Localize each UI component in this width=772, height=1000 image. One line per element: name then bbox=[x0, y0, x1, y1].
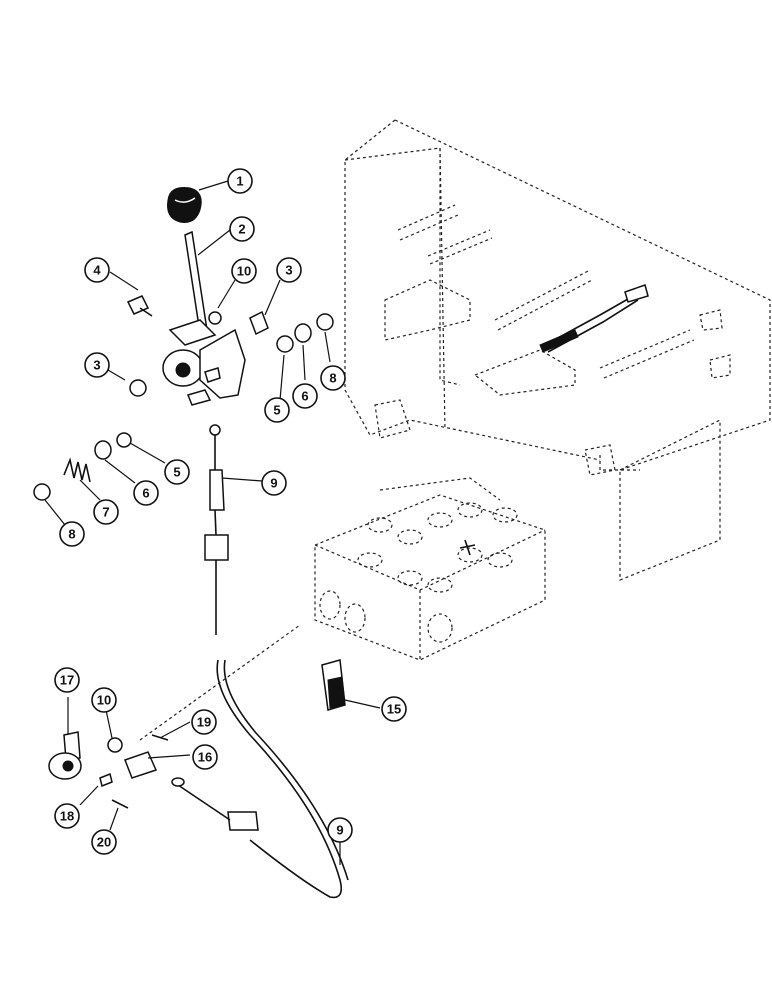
svg-text:1: 1 bbox=[236, 174, 243, 189]
svg-text:5: 5 bbox=[173, 465, 180, 480]
callout-9: 9 bbox=[327, 817, 353, 843]
callout-18: 18 bbox=[54, 803, 80, 829]
svg-text:10: 10 bbox=[237, 264, 251, 279]
svg-text:10: 10 bbox=[97, 693, 111, 708]
control-cable-lower bbox=[171, 659, 349, 899]
washer bbox=[276, 335, 294, 353]
callout-16: 16 bbox=[192, 744, 218, 770]
callout-10: 10 bbox=[91, 687, 117, 713]
nut bbox=[107, 737, 123, 753]
callout-9: 9 bbox=[261, 470, 287, 496]
callout-1: 1 bbox=[227, 168, 253, 194]
cable-route bbox=[139, 624, 301, 741]
callout-8: 8 bbox=[59, 521, 85, 547]
callout-10: 10 bbox=[231, 258, 257, 284]
svg-text:6: 6 bbox=[301, 389, 308, 404]
callout-19: 19 bbox=[191, 709, 217, 735]
callout-5: 5 bbox=[164, 459, 190, 485]
pin bbox=[99, 772, 113, 788]
callout-6: 6 bbox=[292, 383, 318, 409]
nut bbox=[33, 483, 51, 501]
shift-lever bbox=[162, 230, 246, 406]
svg-text:16: 16 bbox=[198, 750, 212, 765]
washer bbox=[94, 440, 112, 460]
cotter-pin bbox=[111, 799, 129, 809]
svg-text:17: 17 bbox=[60, 673, 74, 688]
svg-text:9: 9 bbox=[336, 823, 343, 838]
mounting-plate bbox=[344, 119, 771, 581]
washer bbox=[116, 432, 132, 448]
control-cable-upper bbox=[204, 424, 229, 635]
svg-text:3: 3 bbox=[93, 358, 100, 373]
callout-15: 15 bbox=[381, 696, 407, 722]
callout-3: 3 bbox=[84, 352, 110, 378]
callout-17: 17 bbox=[54, 667, 80, 693]
svg-text:3: 3 bbox=[285, 263, 292, 278]
clevis bbox=[124, 751, 158, 779]
callout-8: 8 bbox=[320, 365, 346, 391]
callout-6: 6 bbox=[133, 480, 159, 506]
svg-text:15: 15 bbox=[387, 702, 401, 717]
svg-text:6: 6 bbox=[142, 486, 149, 501]
valve-body bbox=[314, 477, 546, 661]
spring bbox=[63, 457, 91, 483]
svg-text:20: 20 bbox=[97, 835, 111, 850]
svg-text:8: 8 bbox=[68, 527, 75, 542]
callout-7: 7 bbox=[93, 499, 119, 525]
washer bbox=[294, 323, 312, 343]
svg-text:9: 9 bbox=[270, 476, 277, 491]
svg-text:18: 18 bbox=[60, 809, 74, 824]
clamp bbox=[48, 731, 82, 780]
callout-4: 4 bbox=[84, 257, 110, 283]
nut bbox=[316, 313, 334, 331]
svg-text:7: 7 bbox=[102, 505, 109, 520]
svg-text:8: 8 bbox=[329, 371, 336, 386]
callout-5: 5 bbox=[264, 397, 290, 423]
callout-2: 2 bbox=[229, 216, 255, 242]
svg-text:5: 5 bbox=[273, 403, 280, 418]
callout-3: 3 bbox=[276, 257, 302, 283]
bushing bbox=[249, 310, 269, 336]
leader-lines bbox=[44, 180, 381, 865]
svg-text:19: 19 bbox=[197, 715, 211, 730]
callout-20: 20 bbox=[91, 829, 117, 855]
decal bbox=[321, 659, 346, 711]
nut bbox=[208, 311, 222, 325]
bolt bbox=[126, 295, 153, 317]
svg-text:4: 4 bbox=[93, 263, 101, 278]
knob bbox=[167, 187, 202, 223]
bushing bbox=[129, 379, 147, 397]
svg-text:2: 2 bbox=[238, 222, 245, 237]
